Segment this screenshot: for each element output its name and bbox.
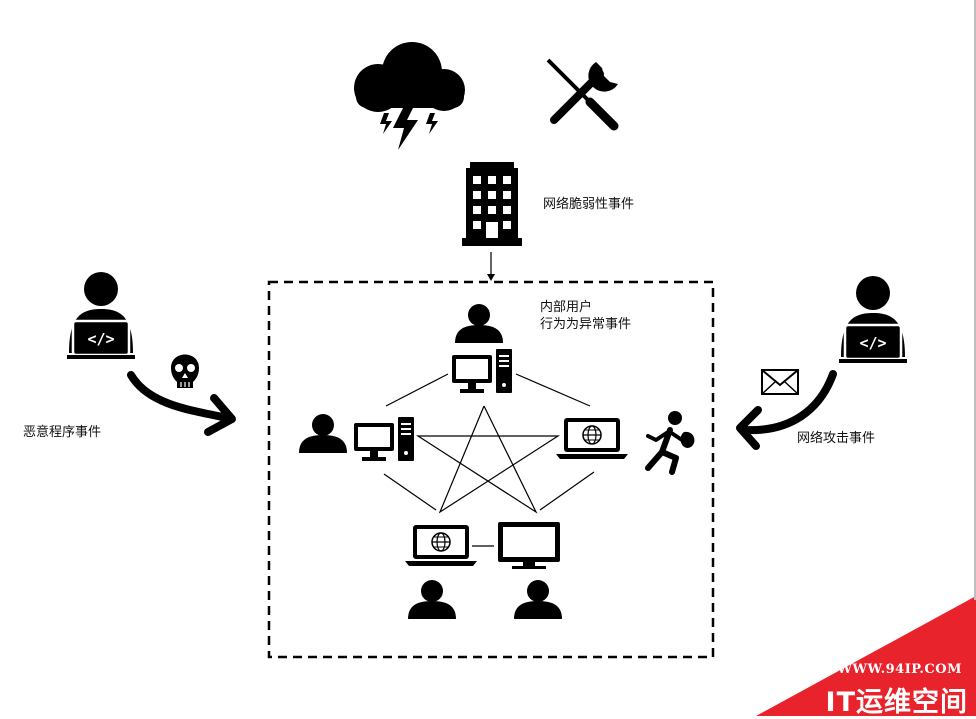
watermark-brand: IT运维空间 [825, 687, 968, 718]
vulnerability-event-label: 网络脆弱性事件 [543, 197, 635, 212]
malware-event-label: 恶意程序事件 [23, 425, 102, 440]
page-edge-line [974, 0, 976, 600]
internal-network-boundary [267, 280, 715, 659]
network-links [383, 373, 595, 547]
insider-event-label-line1: 内部用户 [540, 300, 593, 315]
monitor-icon [498, 522, 560, 569]
thief-running-icon [645, 411, 695, 475]
attack-arrow [736, 370, 837, 450]
building-icon [462, 162, 522, 246]
storm-cloud-icon [354, 42, 465, 150]
desktop-computer-icon [452, 349, 512, 393]
insider-event-label-line2: 行为为异常事件 [540, 317, 632, 332]
user-icon [408, 580, 456, 619]
laptop-globe-icon [404, 524, 478, 567]
hacker-laptop-icon [65, 270, 137, 361]
tools-icon [546, 58, 619, 131]
user-icon [299, 414, 347, 453]
malware-arrow [127, 371, 236, 436]
watermark-banner [756, 596, 976, 716]
hacker-laptop-icon [837, 274, 909, 365]
user-icon [514, 580, 562, 619]
user-icon [455, 304, 503, 343]
laptop-globe-icon [555, 417, 629, 460]
skull-icon [171, 354, 199, 388]
building-arrow [487, 252, 495, 281]
watermark-url: WWW.94IP.COM [837, 662, 962, 677]
desktop-computer-icon [354, 417, 414, 461]
envelope-icon [761, 369, 799, 395]
attack-event-label: 网络攻击事件 [797, 431, 876, 446]
